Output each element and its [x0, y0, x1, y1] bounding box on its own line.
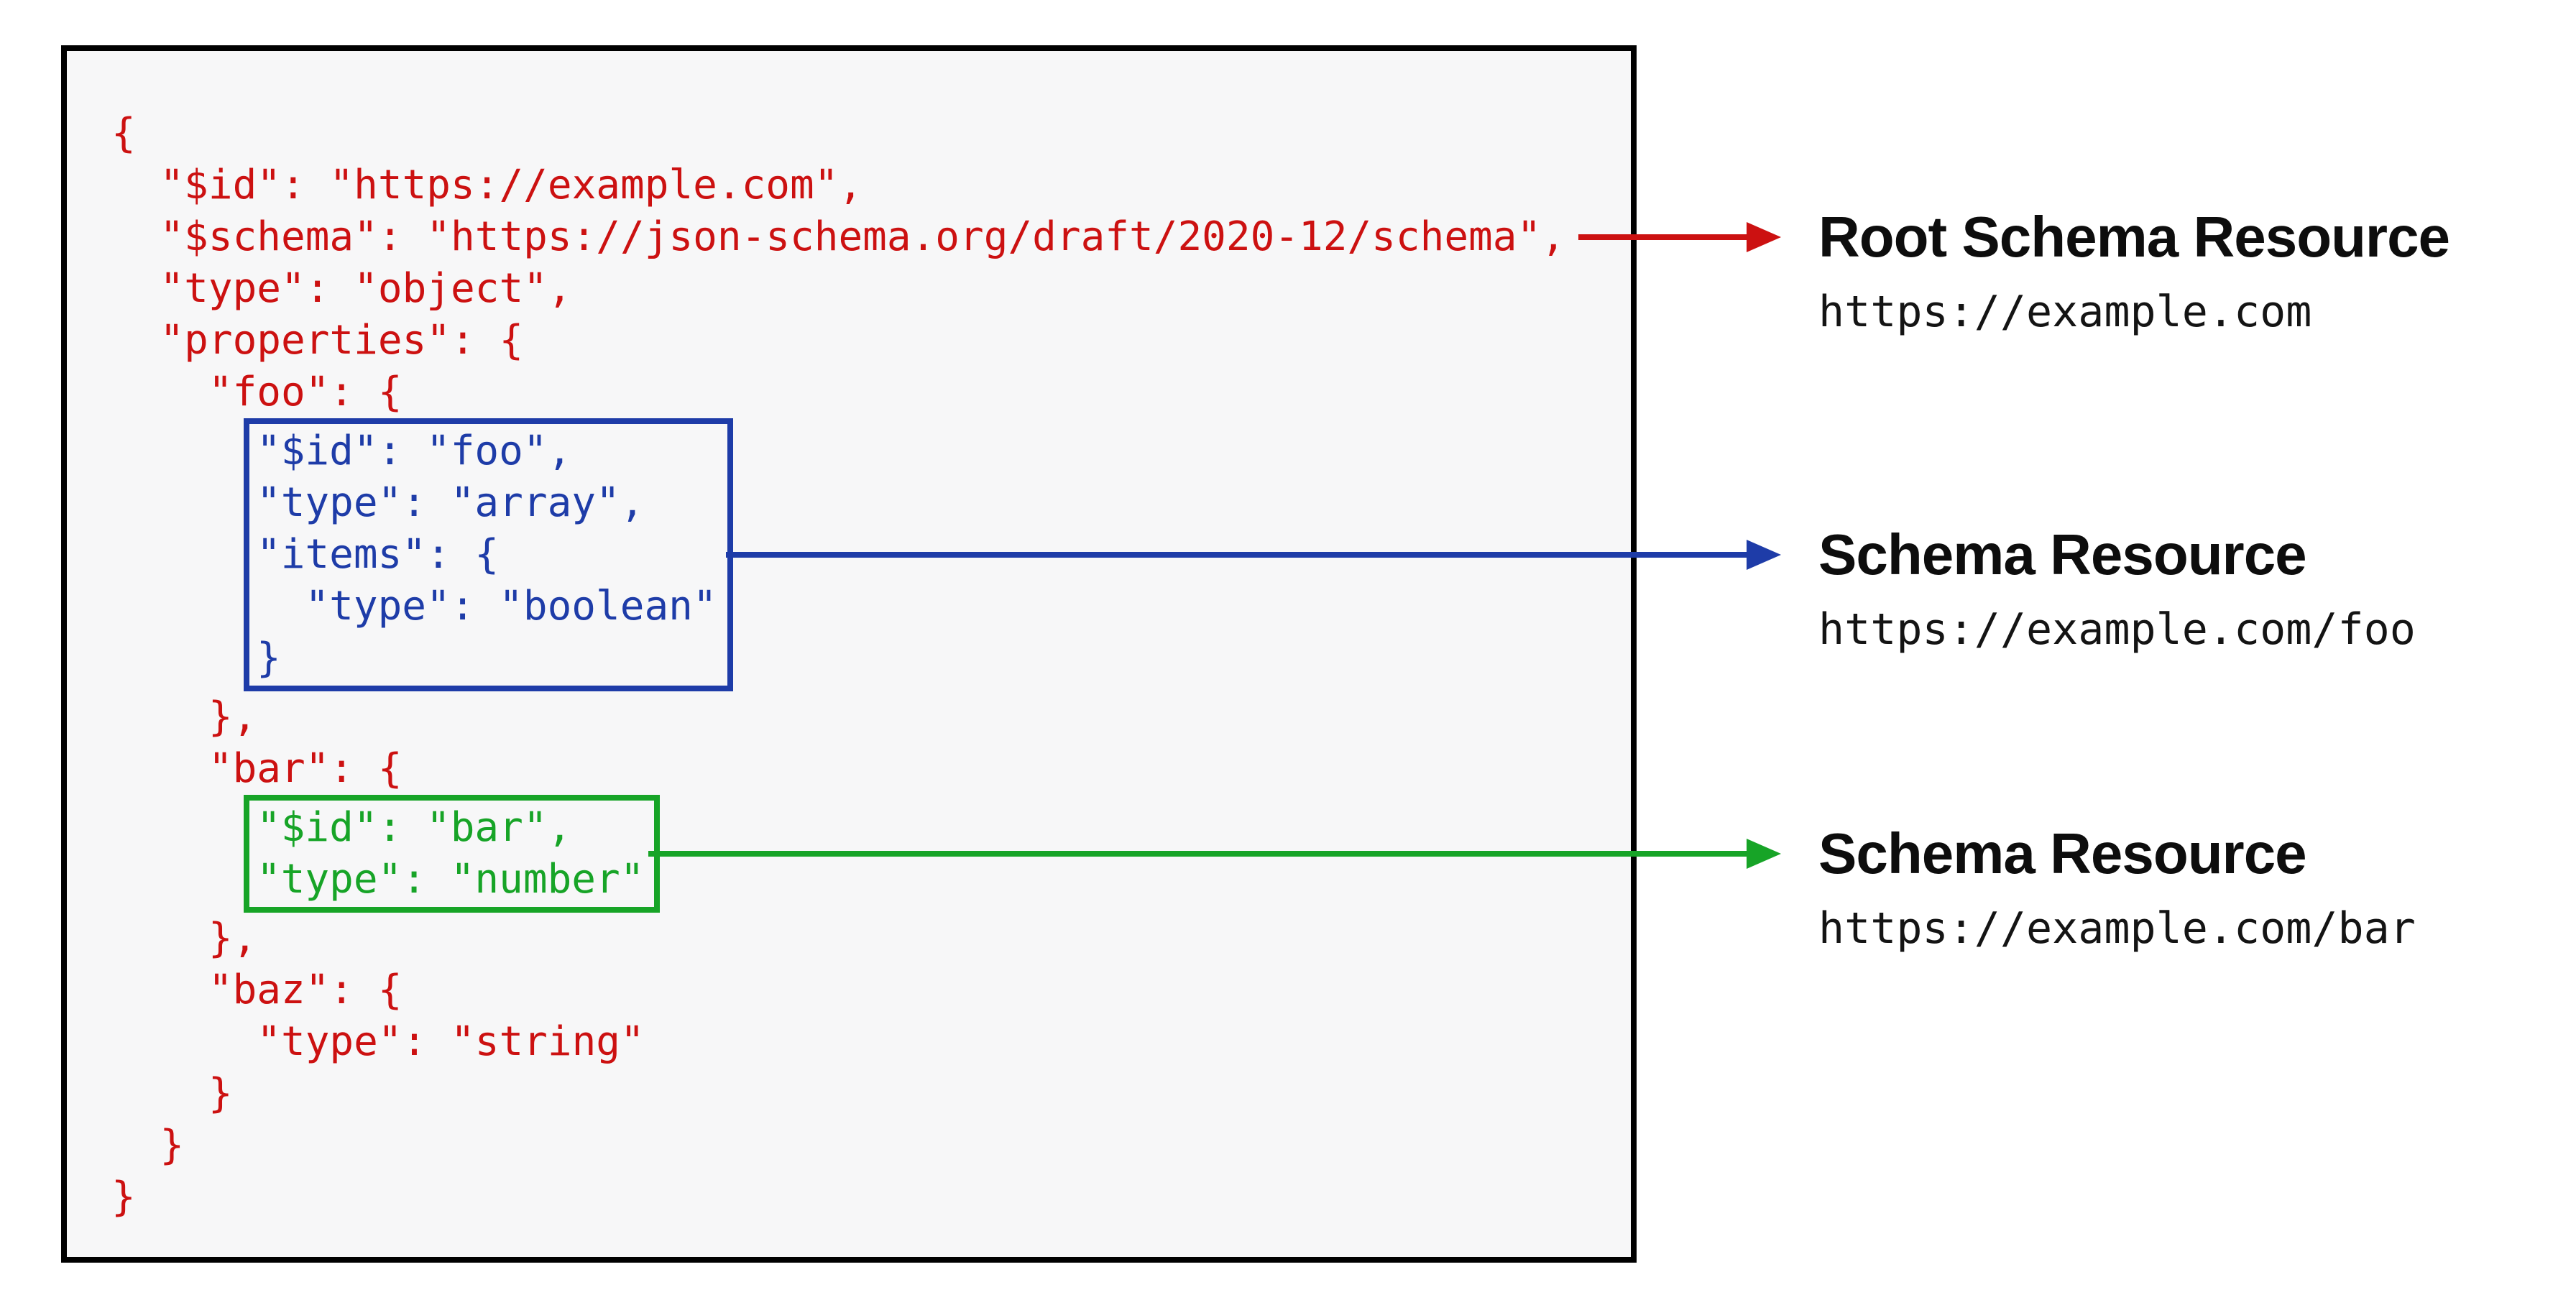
arrow-foo-schema-head: [1747, 540, 1781, 570]
code-line: "$schema": "https://json-schema.org/draf…: [111, 213, 1565, 260]
between-foo-and-bar: }, "bar": {: [111, 691, 1565, 795]
code-line: },: [111, 915, 257, 962]
annotation-bar-schema-resource: Schema Resource https://example.com/bar: [1818, 819, 2416, 956]
annotation-title: Schema Resource: [1818, 522, 2307, 586]
code-line: }: [111, 1174, 136, 1220]
arrow-root-schema-line: [1578, 234, 1748, 240]
code-line: "$id": "bar",: [257, 804, 572, 851]
code-line: },: [111, 693, 257, 740]
code-line: }: [257, 635, 281, 681]
code-line: "bar": {: [111, 745, 402, 792]
code-line: "type": "boolean": [257, 583, 717, 630]
code-line: "type": "array",: [257, 479, 645, 526]
code-line: "type": "object",: [111, 265, 572, 312]
bar-schema-resource-box: "$id": "bar", "type": "number": [244, 795, 661, 913]
annotation-foo-schema-resource: Schema Resource https://example.com/foo: [1818, 520, 2416, 657]
annotation-title: Root Schema Resource: [1818, 205, 2450, 269]
foo-schema-resource-box: "$id": "foo","type": "array","items": { …: [244, 418, 733, 691]
annotation-root-schema-resource: Root Schema Resource https://example.com: [1818, 203, 2450, 339]
arrow-foo-schema-line: [726, 552, 1748, 558]
code-line: "$id": "https://example.com",: [111, 162, 863, 208]
code-line: "baz": {: [111, 967, 402, 1013]
json-schema-code: { "$id": "https://example.com", "$schema…: [111, 108, 1565, 1223]
arrow-bar-schema-line: [648, 851, 1748, 857]
arrow-root-schema-head: [1747, 222, 1781, 252]
annotation-url: https://example.com/foo: [1818, 604, 2416, 655]
code-line: "type": "string": [111, 1018, 645, 1065]
annotation-url: https://example.com/bar: [1818, 903, 2416, 954]
root-schema-top: { "$id": "https://example.com", "$schema…: [111, 108, 1565, 418]
code-line: "$id": "foo",: [257, 428, 572, 474]
schema-code-panel: [61, 45, 1637, 1263]
annotation-title: Schema Resource: [1818, 821, 2307, 885]
code-line: "properties": {: [111, 317, 524, 364]
code-line: "type": "number": [257, 856, 645, 903]
code-line: "foo": {: [111, 369, 402, 415]
annotation-url: https://example.com: [1818, 287, 2312, 337]
arrow-bar-schema-head: [1747, 839, 1781, 869]
code-line: }: [111, 1070, 233, 1117]
code-line: }: [111, 1122, 185, 1169]
code-line: {: [111, 110, 136, 157]
root-schema-bottom: }, "baz": { "type": "string" } }}: [111, 913, 1565, 1223]
code-line: "items": {: [257, 531, 500, 578]
